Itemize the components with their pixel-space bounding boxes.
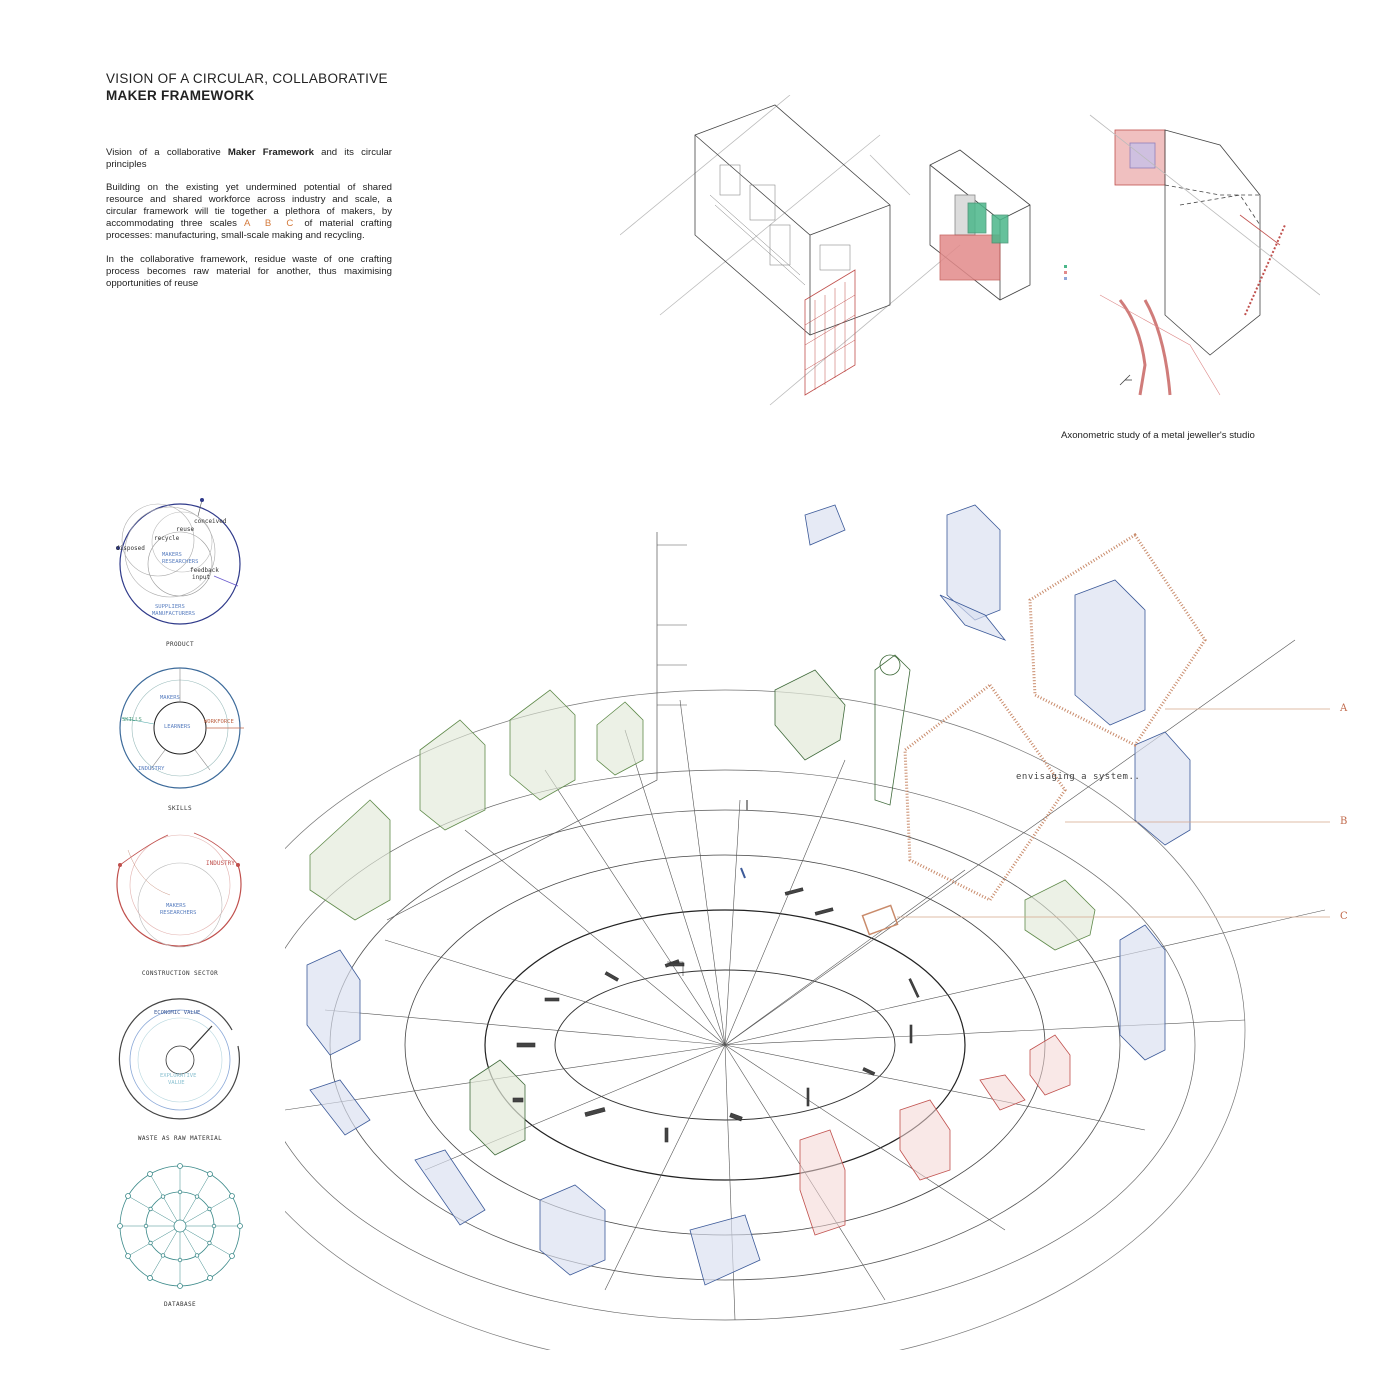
construction-sector-label: CONSTRUCTION SECTOR [141,970,219,977]
database-inner-node [194,1253,200,1258]
database-inner-node [207,1240,212,1246]
intro-paragraph-3: In the collaborative framework, residue … [106,254,392,289]
product-text-feedback: feedback [190,567,219,574]
product-text-conceived: conceived [194,518,227,525]
waste-text-value: VALUE [168,1080,185,1086]
product-text-suppliers: SUPPLIERS [155,604,185,610]
database-node [147,1275,153,1281]
database-node [117,1223,123,1229]
page-title: VISION OF A CIRCULAR, COLLABORATIVE MAKE… [106,70,388,104]
database-node [125,1253,131,1259]
database-diagram [117,1163,243,1289]
marker-c: C [1340,911,1348,922]
database-label: DATABASE [163,1301,197,1308]
skills-text-learners: LEARNERS [164,724,191,730]
product-text-makers: MAKERS [162,552,182,558]
skills-text-skills: SKILLS [122,717,142,723]
skills-text-workforce: WORKFORCE [204,719,234,725]
product-text-reuse: reuse [176,526,194,533]
product-diagram: conceived reuse recycle disposed MAKERS … [116,498,241,625]
database-inner-node [143,1223,149,1229]
construction-text-makers: MAKERS [166,903,186,909]
marker-a: A [1340,703,1348,714]
database-inner-node [194,1194,200,1199]
product-text-disposed: disposed [116,545,145,552]
construction-sector-diagram: INDUSTRY MAKERS RESEARCHERS [116,832,242,948]
intro-paragraph-1: Vision of a collaborative Maker Framewor… [106,147,392,170]
maker-framework-diagram [285,504,1330,1350]
database-node [229,1193,235,1199]
marker-b: B [1340,816,1348,827]
axonometric-study [620,95,1320,406]
database-inner-node [148,1240,153,1246]
database-inner-node [207,1206,212,1212]
construction-text-researchers: RESEARCHERS [160,910,196,916]
construction-text-industry: INDUSTRY [206,860,235,867]
database-inner-node [148,1206,153,1212]
title-line-2: MAKER FRAMEWORK [106,88,255,103]
database-node [125,1193,131,1199]
skills-diagram: MAKERS SKILLS LEARNERS WORKFORCE INDUSTR… [119,667,244,789]
database-node [229,1253,235,1259]
product-text-input: input [192,574,210,581]
title-line-1: VISION OF A CIRCULAR, COLLABORATIVE [106,71,388,86]
database-node [177,1163,183,1169]
database-hub [173,1219,187,1233]
waste-label: WASTE AS RAW MATERIAL [137,1135,223,1142]
skills-label: SKILLS [167,805,193,812]
skills-text-makers: MAKERS [160,695,180,701]
database-inner-node [211,1223,217,1229]
product-label: PRODUCT [165,641,195,648]
database-inner-node [177,1257,183,1263]
waste-diagram: ECONOMIC VALUE EXPLORATIVE VALUE [118,998,240,1120]
database-inner-node [160,1194,166,1199]
database-node [147,1171,153,1177]
envisaging-annotation: envisaging a system.. [1016,772,1141,782]
database-node [237,1223,243,1229]
waste-text-economic-value: ECONOMIC VALUE [154,1010,200,1016]
product-text-recycle: recycle [154,535,180,542]
product-text-manufacturers: MANUFACTURERS [152,611,195,617]
database-node [177,1283,183,1289]
database-inner-node [160,1253,166,1258]
database-node [207,1275,213,1281]
skills-text-industry: INDUSTRY [138,766,165,772]
database-inner-node [177,1189,183,1195]
waste-text-explorative: EXPLORATIVE [160,1073,196,1079]
axonometric-caption: Axonometric study of a metal jeweller's … [1061,430,1255,441]
database-node [207,1171,213,1177]
intro-paragraph-2: Building on the existing yet undermined … [106,182,393,241]
scales-abc: A B C [243,218,298,229]
product-text-researchers: RESEARCHERS [162,559,198,565]
